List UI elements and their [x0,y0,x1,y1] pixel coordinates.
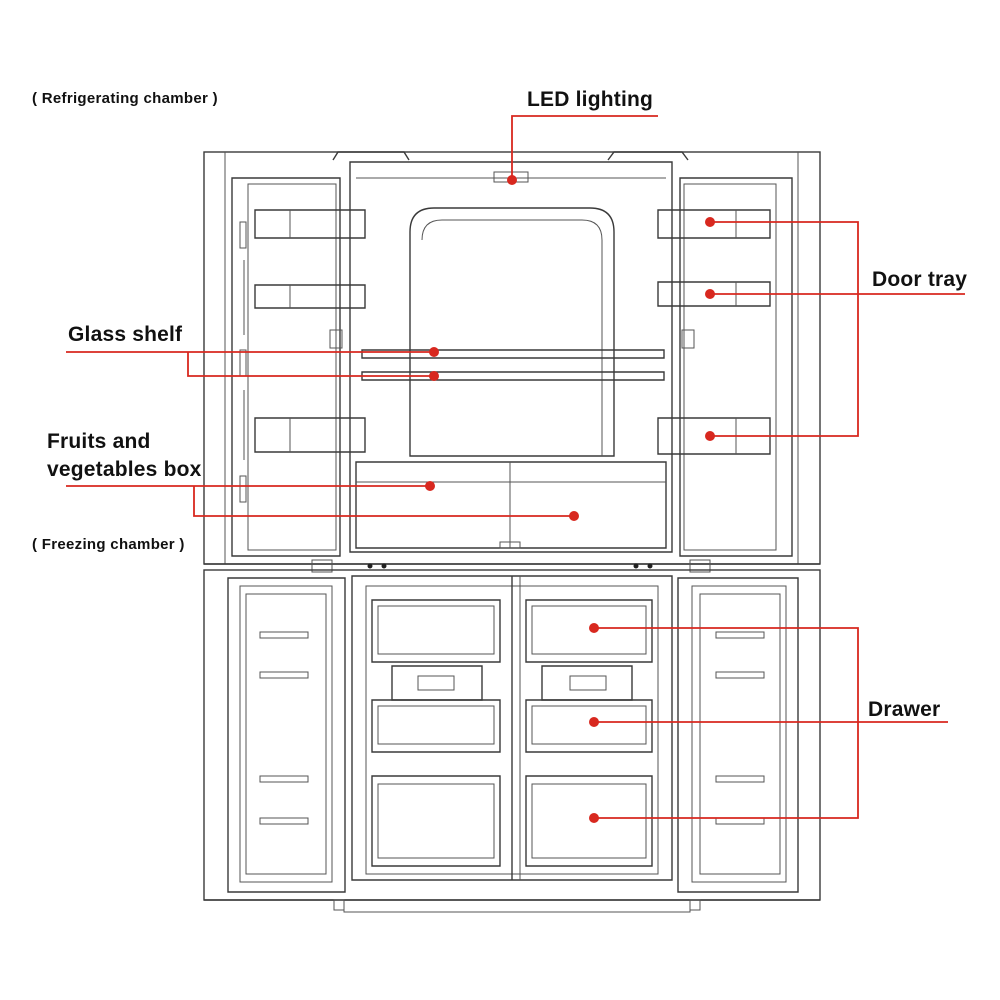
freezer-interior [351,575,673,881]
back-panel [409,207,615,457]
drawer-right-1 [525,599,653,663]
label-freezing-chamber: ( Freezing chamber ) [32,536,185,553]
drawer-left-1 [371,599,501,663]
right-door-bin-2 [657,281,771,307]
leader-lines [66,115,965,823]
right-door-bin-1 [657,209,771,239]
fridge-interior [349,161,673,553]
drawer-right-3 [525,775,653,867]
right-freezer-door [677,577,799,893]
drawer-right-2 [525,699,653,753]
label-fruits-line2: vegetables box [47,458,202,481]
left-door-bin-2 [254,284,366,309]
label-door-tray: Door tray [872,268,968,291]
left-freezer-door [227,577,346,893]
left-fridge-door [231,177,366,557]
leader-door-tray [710,221,859,437]
refrigerator-drawing [203,151,821,913]
right-door-bin-3 [657,417,771,455]
top-hinge-right [607,151,689,161]
crisper-box [355,461,667,549]
label-glass-shelf: Glass shelf [68,323,183,346]
leader-led-lighting [511,115,658,180]
drawer-left-3 [371,775,501,867]
glass-shelf-lower [361,371,665,381]
drawer-left-2 [371,699,501,753]
label-refrigerating-chamber: ( Refrigerating chamber ) [32,90,218,107]
right-fridge-door [657,177,793,557]
base-plinth [343,900,691,913]
left-door-bin-1 [254,209,366,239]
label-led-lighting: LED lighting [527,88,654,111]
label-fruits-line1: Fruits and [47,430,151,453]
top-hinge-left [332,151,410,161]
leader-drawer [594,627,859,819]
label-drawer: Drawer [868,698,941,721]
glass-shelf-upper [361,349,665,359]
left-door-bin-3 [254,417,366,453]
